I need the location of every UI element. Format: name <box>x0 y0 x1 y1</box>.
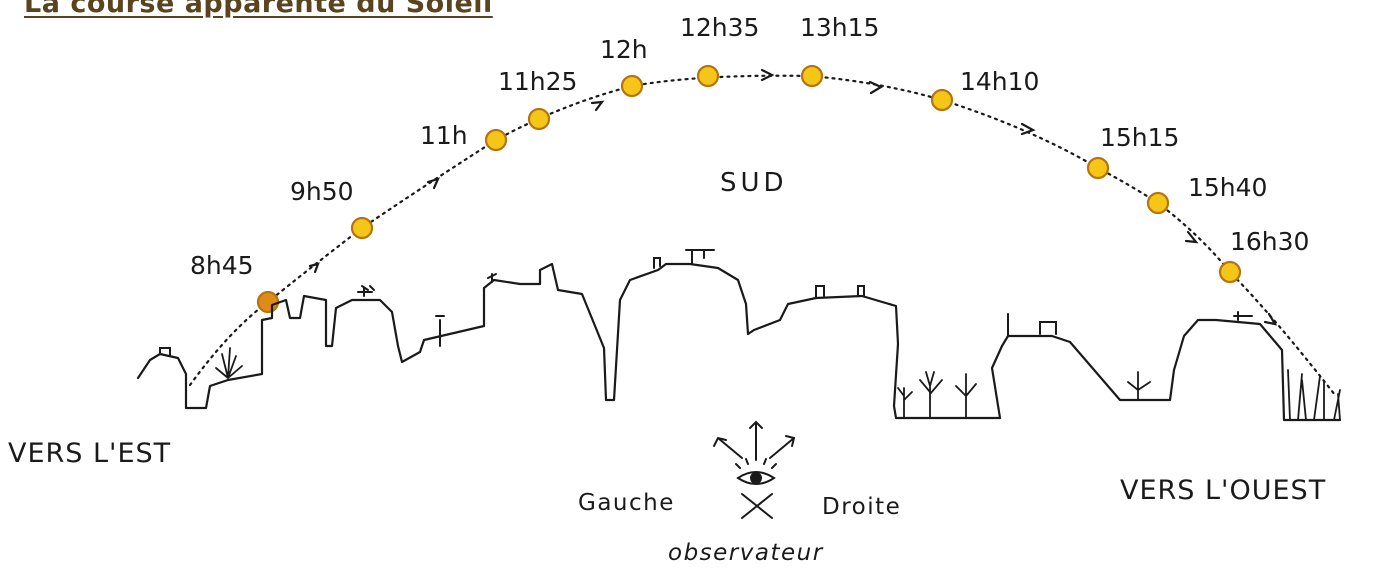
cross-mark <box>741 493 773 519</box>
trees <box>215 347 1341 421</box>
sun-discs <box>256 64 1242 314</box>
sun-disc <box>1086 156 1110 180</box>
observer-label: observateur <box>668 540 824 566</box>
arrow-mark <box>590 100 605 112</box>
south-label: SUD <box>720 168 788 198</box>
path-arrows <box>308 68 1278 326</box>
arrow-mark <box>868 80 884 95</box>
sun-time-label: 11h25 <box>498 67 577 96</box>
east-label: VERS L'EST <box>8 438 171 469</box>
sun-disc <box>620 74 644 98</box>
sun-time-label: 13h15 <box>800 13 879 42</box>
sun-time-label: 12h <box>600 35 648 64</box>
eye-icon <box>736 471 776 485</box>
rooftop-details <box>159 249 1253 357</box>
sun-disc <box>256 290 280 314</box>
sun-disc <box>1218 260 1242 284</box>
sun-disc <box>527 107 551 131</box>
sun-path-arc <box>188 74 1337 397</box>
sun-time-label: 8h45 <box>190 251 254 280</box>
sun-time-label: 15h15 <box>1100 123 1179 152</box>
left-label: Gauche <box>578 490 675 516</box>
sun-disc <box>350 216 374 240</box>
arrow-mark <box>1020 122 1036 136</box>
right-label: Droite <box>822 494 901 520</box>
arrow-mark <box>760 68 775 82</box>
arrow-up-right-icon <box>769 435 796 459</box>
arrow-mark <box>308 262 320 274</box>
sun-time-label: 16h30 <box>1230 227 1309 256</box>
sun-time-label: 11h <box>420 121 468 150</box>
sun-time-label: 14h10 <box>960 67 1039 96</box>
sun-disc <box>930 88 954 112</box>
sun-time-label: 9h50 <box>290 177 354 206</box>
west-label: VERS L'OUEST <box>1120 475 1326 506</box>
arrow-up-icon <box>749 420 763 461</box>
observer-symbol <box>713 420 796 519</box>
sun-disc <box>1146 191 1170 215</box>
sun-disc <box>696 64 720 88</box>
sun-disc <box>484 128 508 152</box>
arrow-mark <box>1263 312 1278 326</box>
sun-time-label: 15h40 <box>1188 173 1267 202</box>
arrow-mark <box>426 177 440 190</box>
city-skyline <box>136 262 1342 422</box>
eyelash-marks <box>735 458 777 469</box>
sun-time-labels: 8h45 9h50 11h 11h25 12h 12h35 13h15 14h10 15h15 1… <box>190 13 1309 280</box>
diagram-title: La course apparente du Soleil <box>24 0 493 19</box>
arrow-up-left-icon <box>713 436 743 459</box>
sun-time-label: 12h35 <box>680 13 759 42</box>
sun-disc <box>800 64 824 88</box>
arrow-mark <box>1184 230 1199 244</box>
